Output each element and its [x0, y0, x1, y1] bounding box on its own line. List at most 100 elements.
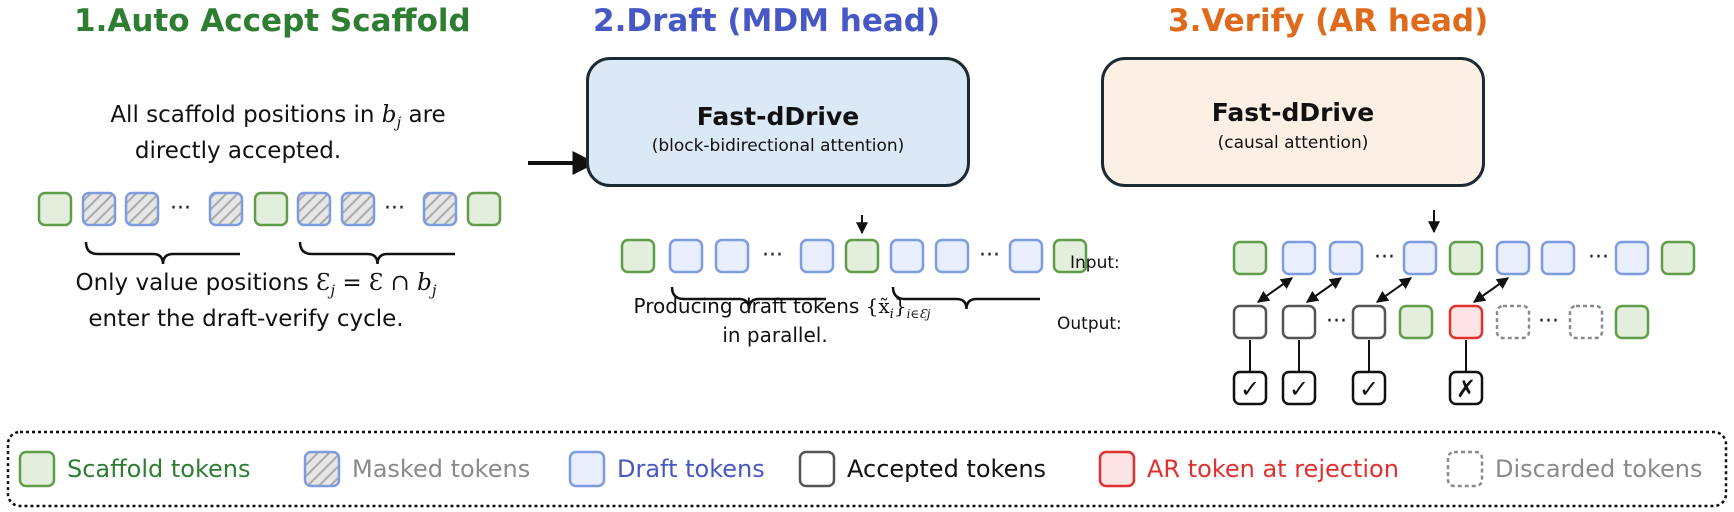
input-row-label: Input:	[1070, 253, 1120, 273]
s2-draft-token-5	[934, 238, 970, 274]
s3-output-discarded-2	[1568, 304, 1604, 340]
block-var-2: b	[417, 270, 432, 296]
s3-input-draft-4	[1495, 240, 1531, 276]
s3-input-draft-5	[1540, 240, 1576, 276]
verify-link-arrow-3	[1376, 277, 1412, 303]
verify-link-arrow-2	[1306, 277, 1342, 303]
s1-masked-token-4	[296, 191, 332, 227]
block-var: b	[381, 102, 397, 128]
block-var-2-sub: j	[431, 281, 437, 300]
s3-input-ellipsis-2: ···	[1588, 245, 1609, 270]
mdm-head-box: Fast-dDrive (block-bidirectional attenti…	[586, 57, 970, 187]
stage3-title: 3.Verify (AR head)	[1168, 3, 1489, 39]
s3-input-scaffold-1	[1232, 240, 1268, 276]
s3-output-scaffold-2	[1614, 304, 1650, 340]
s3-input-scaffold-3	[1660, 240, 1696, 276]
legend-swatch-accepted	[798, 450, 836, 488]
stage1-title: 1.Auto Accept Scaffold	[74, 3, 471, 39]
s3-input-scaffold-2	[1448, 240, 1484, 276]
legend-label-accepted: Accepted tokens	[847, 455, 1047, 483]
s2-brace-1	[670, 286, 826, 310]
legend-swatch-rejection	[1098, 450, 1136, 488]
legend-label-draft: Draft tokens	[617, 455, 765, 483]
s3-output-rejection-1	[1448, 304, 1484, 340]
draft-tokens-index: i∈Ɛj	[906, 307, 931, 321]
s2-scaffold-token-2	[844, 238, 880, 274]
value-set-sub: j	[330, 281, 336, 300]
legend-label-masked: Masked tokens	[352, 455, 531, 483]
value-set-math: Ɛ	[316, 270, 331, 296]
s2-draft-token-6	[1008, 238, 1044, 274]
s3-output-ellipsis-2: ···	[1538, 309, 1559, 334]
s1-masked-token-6	[422, 191, 458, 227]
s3-input-draft-3	[1402, 240, 1438, 276]
s2-scaffold-token-1	[620, 238, 656, 274]
check-mark-1: ✓	[1240, 375, 1260, 403]
stage1-line3-text: Only value positions	[75, 270, 317, 296]
s2-ellipsis-1: ···	[762, 243, 783, 268]
s1-masked-token-5	[340, 191, 376, 227]
verify-link-arrow-1	[1257, 277, 1293, 303]
check-mark-3: ✓	[1359, 375, 1379, 403]
s2-draft-token-1	[668, 238, 704, 274]
s3-input-draft-2	[1328, 240, 1364, 276]
draft-tokens-sub: i	[889, 307, 894, 322]
legend-label-scaffold: Scaffold tokens	[67, 455, 251, 483]
stage2-caption1-text: Producing draft tokens	[633, 294, 866, 318]
s2-draft-token-3	[799, 238, 835, 274]
ar-box-name: Fast-dDrive	[1211, 98, 1375, 127]
legend-swatch-discarded	[1446, 450, 1484, 488]
s2-draft-token-2	[714, 238, 750, 274]
verify-link-arrow-4	[1473, 277, 1509, 303]
s1-masked-token-1	[81, 191, 117, 227]
check-mark-2: ✓	[1289, 375, 1309, 403]
s1-masked-token-2	[124, 191, 160, 227]
stage2-caption1: Producing draft tokens {x̃i}i∈Ɛj	[634, 296, 931, 321]
s2-brace-2	[891, 286, 1040, 310]
legend-swatch-scaffold	[18, 450, 56, 488]
s3-output-accepted-2	[1281, 304, 1317, 340]
stage1-line3: Only value positions Ɛj = Ɛ ∩ bj	[75, 272, 436, 299]
output-row-label: Output:	[1057, 314, 1122, 334]
legend-label-rejection: AR token at rejection	[1147, 455, 1399, 483]
s1-ellipsis-1: ···	[170, 196, 191, 221]
ar-head-box: Fast-dDrive (causal attention)	[1101, 57, 1485, 187]
legend-label-discarded: Discarded tokens	[1495, 455, 1703, 483]
legend-swatch-masked	[303, 450, 341, 488]
check-box-1	[1232, 370, 1268, 406]
ar-box-sub: (causal attention)	[1217, 133, 1369, 153]
s3-output-discarded-1	[1495, 304, 1531, 340]
stage1-line1-text-end: are	[401, 102, 446, 128]
stage1-line4: enter the draft-verify cycle.	[88, 306, 404, 332]
stage2-title: 2.Draft (MDM head)	[593, 3, 941, 39]
stage1-line1: All scaffold positions in bj are	[110, 104, 445, 131]
s1-masked-token-3	[208, 191, 244, 227]
legend-frame	[6, 430, 1728, 508]
s2-draft-token-4	[889, 238, 925, 274]
reject-box-4	[1448, 370, 1484, 406]
stage1-line1-text: All scaffold positions in	[110, 102, 382, 128]
s3-input-ellipsis-1: ···	[1374, 245, 1395, 270]
s1-brace-1	[84, 241, 240, 265]
s1-brace-2	[298, 241, 455, 265]
s3-input-draft-6	[1614, 240, 1650, 276]
s3-output-scaffold-1	[1398, 304, 1434, 340]
check-box-2	[1281, 370, 1317, 406]
block-var-sub: j	[396, 113, 402, 132]
s1-scaffold-token-1	[37, 191, 73, 227]
stage1-line2: directly accepted.	[134, 138, 342, 164]
draft-tokens-close: }	[893, 294, 907, 318]
s2-scaffold-token-3	[1052, 238, 1088, 274]
draft-tokens-math: {x̃	[865, 294, 890, 318]
s3-output-accepted-1	[1232, 304, 1268, 340]
check-box-3	[1351, 370, 1387, 406]
s1-ellipsis-2: ···	[384, 196, 405, 221]
reject-mark-4: ✗	[1456, 375, 1476, 403]
stage2-caption2: in parallel.	[722, 323, 828, 347]
legend-swatch-draft	[568, 450, 606, 488]
s2-ellipsis-2: ···	[979, 243, 1000, 268]
s1-scaffold-token-2	[253, 191, 289, 227]
mdm-box-sub: (block-bidirectional attention)	[651, 136, 905, 156]
